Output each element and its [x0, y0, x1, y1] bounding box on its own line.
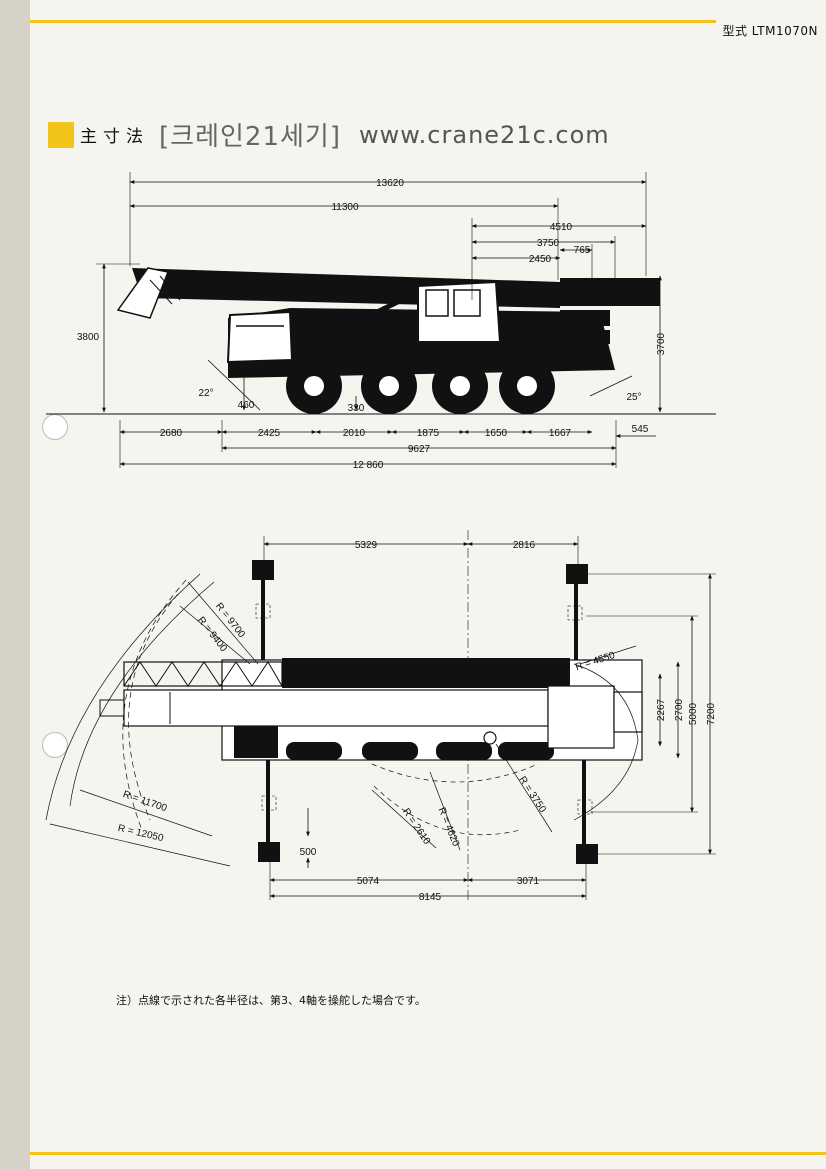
binder-hole-lower — [42, 732, 68, 758]
binder-hole-upper — [42, 414, 68, 440]
top-rule — [30, 20, 716, 23]
model-label: 型式 LTM1070N — [722, 24, 818, 38]
dim-2816: 2816 — [513, 540, 536, 551]
dim-2267: 2267 — [656, 698, 667, 721]
side-wheels — [286, 358, 555, 414]
dim-11300: 11300 — [331, 202, 359, 213]
dim-765: 765 — [574, 245, 591, 256]
dim-1650: 1650 — [485, 428, 508, 439]
dim-12860: 12 860 — [353, 460, 384, 471]
dim-5000: 5000 — [688, 702, 699, 725]
page — [30, 0, 826, 1169]
dim-3071: 3071 — [517, 876, 540, 887]
clearance-330: 330 — [348, 403, 365, 414]
side-view — [46, 172, 716, 468]
top-view — [45, 530, 716, 900]
dim-7200: 7200 — [706, 702, 717, 725]
angle-22: 22° — [198, 388, 213, 399]
dim-2010: 2010 — [343, 428, 366, 439]
dim-13620: 13620 — [376, 178, 404, 189]
heading-url: www.crane21c.com — [358, 120, 610, 149]
dim-1875: 1875 — [417, 428, 440, 439]
angle-25: 25° — [626, 392, 641, 403]
dim-3700: 3700 — [656, 332, 667, 355]
side-view-labels: 13620 11300 4510 3750 765 2450 3800 3700… — [77, 178, 667, 471]
heading-title: 主寸法 — [80, 127, 149, 147]
dim-8145: 8145 — [419, 892, 442, 903]
dim-545: 545 — [632, 424, 649, 435]
dim-9627: 9627 — [408, 444, 431, 455]
radius-2610: R = 2610 — [400, 807, 432, 847]
dim-4510: 4510 — [550, 222, 573, 233]
radius-4620: R = 4620 — [436, 806, 462, 848]
dim-2680: 2680 — [160, 428, 183, 439]
dim-1667: 1667 — [549, 428, 572, 439]
footnote: 注）点線で示された各半径は、第3、4軸を操舵した場合です。 — [116, 994, 426, 1007]
dim-2450: 2450 — [529, 254, 552, 265]
bottom-rule — [30, 1152, 826, 1155]
heading-watermark: [크레인21세기] — [159, 122, 341, 152]
clearance-460: 460 — [238, 400, 255, 411]
section-heading: 主寸法 [크레인21세기] www.crane21c.com — [48, 116, 610, 153]
dim-500: 500 — [300, 847, 317, 858]
dim-5074: 5074 — [357, 876, 380, 887]
radius-3750: R = 3750 — [516, 775, 548, 816]
dim-3750: 3750 — [537, 238, 560, 249]
heading-marker — [48, 121, 74, 148]
dim-2700: 2700 — [674, 698, 685, 721]
dim-2425: 2425 — [258, 428, 281, 439]
radius-11700: R = 11700 — [121, 789, 168, 814]
dim-3800: 3800 — [77, 332, 100, 343]
dim-5329: 5329 — [355, 540, 378, 551]
